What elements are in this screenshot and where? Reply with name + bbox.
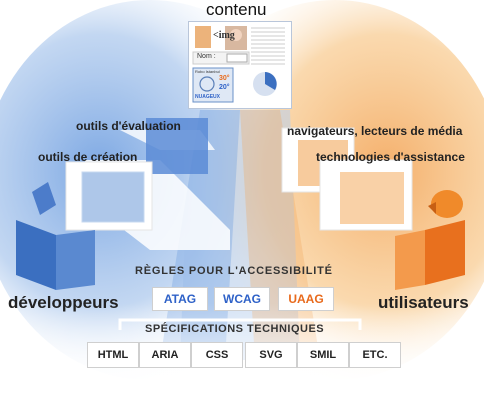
- evaluation-tools-label: outils d'évaluation: [76, 119, 181, 133]
- assistive-tech-label: technologies d'assistance: [316, 150, 465, 164]
- content-card: <img Nom : Robo Istanbul 30° 20° NUAGEUX: [188, 21, 292, 109]
- wcag-badge: WCAG: [214, 287, 270, 311]
- img-tag-label: <img: [213, 30, 235, 41]
- atag-badge: ATAG: [152, 287, 208, 311]
- spec-etc: ETC.: [349, 342, 401, 368]
- authoring-tools-label: outils de création: [38, 150, 138, 164]
- weather-temp-low: 20°: [219, 84, 230, 91]
- developers-label: développeurs: [8, 293, 119, 312]
- weather-city: Robo Istanbul: [195, 69, 220, 74]
- browsers-label: navigateurs, lecteurs de média: [287, 124, 463, 138]
- cloud-icon: [199, 76, 215, 92]
- content-illustration: [191, 24, 289, 106]
- specifications-heading: SPÉCIFICATIONS TECHNIQUES: [145, 323, 325, 335]
- uaag-badge: UAAG: [278, 287, 334, 311]
- weather-temp-high: 30°: [219, 75, 230, 82]
- content-figure-icon: [195, 26, 211, 48]
- spec-smil: SMIL: [297, 342, 349, 368]
- guidelines-heading: RÈGLES POUR L'ACCESSIBILITÉ: [135, 265, 333, 277]
- spec-css: CSS: [191, 342, 243, 368]
- name-field-label: Nom :: [197, 53, 216, 60]
- spec-svg: SVG: [245, 342, 297, 368]
- spec-html: HTML: [87, 342, 139, 368]
- content-title: contenu: [206, 0, 267, 19]
- spec-aria: ARIA: [139, 342, 191, 368]
- weather-condition: NUAGEUX: [195, 94, 221, 100]
- users-label: utilisateurs: [378, 293, 469, 312]
